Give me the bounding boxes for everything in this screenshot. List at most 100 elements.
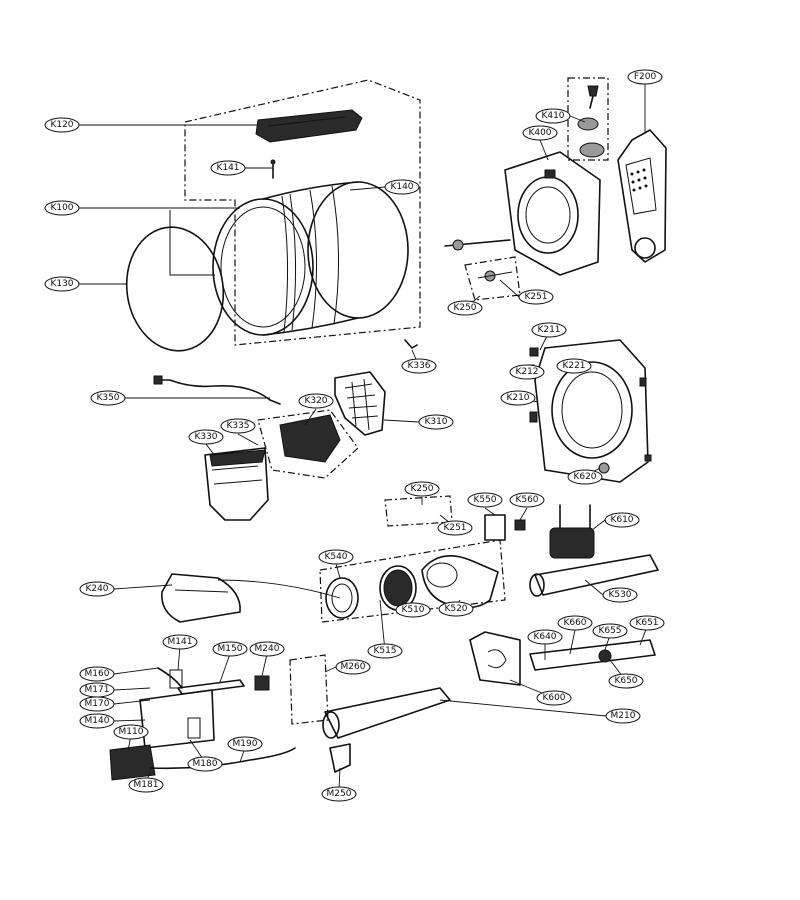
svg-text:K510: K510 bbox=[401, 605, 424, 615]
svg-text:M181: M181 bbox=[134, 780, 159, 790]
callout-K310: K310 bbox=[418, 414, 454, 430]
callout-K550: K550 bbox=[467, 492, 503, 508]
svg-text:K620: K620 bbox=[573, 472, 596, 482]
svg-text:K310: K310 bbox=[424, 417, 447, 427]
svg-text:K550: K550 bbox=[473, 495, 496, 505]
svg-text:M150: M150 bbox=[218, 644, 243, 654]
callout-M160: M160 bbox=[79, 666, 115, 682]
svg-text:M250: M250 bbox=[327, 789, 352, 799]
svg-text:K540: K540 bbox=[324, 552, 347, 562]
callout-K510: K510 bbox=[395, 602, 431, 618]
svg-text:K221: K221 bbox=[562, 361, 585, 371]
callout-K610: K610 bbox=[604, 512, 640, 528]
callout-K212: K212 bbox=[509, 364, 545, 380]
svg-text:M210: M210 bbox=[611, 711, 636, 721]
svg-text:K141: K141 bbox=[216, 163, 239, 173]
front-frame-assembly bbox=[527, 339, 652, 483]
svg-text:K330: K330 bbox=[194, 432, 217, 442]
drum-assembly bbox=[125, 79, 421, 352]
lower-duct-assembly bbox=[153, 339, 418, 521]
svg-text:M180: M180 bbox=[193, 759, 218, 769]
callout-M250: M250 bbox=[321, 786, 357, 802]
svg-text:K350: K350 bbox=[96, 393, 119, 403]
svg-text:K515: K515 bbox=[373, 646, 396, 656]
callout-K120: K120 bbox=[44, 117, 80, 133]
svg-text:K140: K140 bbox=[390, 182, 413, 192]
motor-drive-assembly bbox=[161, 495, 659, 686]
svg-text:K212: K212 bbox=[515, 367, 538, 377]
svg-text:K210: K210 bbox=[506, 393, 529, 403]
callout-M181: M181 bbox=[128, 777, 164, 793]
svg-text:K211: K211 bbox=[537, 325, 560, 335]
svg-text:M260: M260 bbox=[341, 662, 366, 672]
callout-M260: M260 bbox=[335, 659, 371, 675]
svg-text:K640: K640 bbox=[533, 632, 556, 642]
svg-text:K520: K520 bbox=[444, 604, 467, 614]
callout-K560: K560 bbox=[509, 492, 545, 508]
svg-text:K120: K120 bbox=[50, 120, 73, 130]
callout-K336: K336 bbox=[401, 358, 437, 374]
callout-M171: M171 bbox=[79, 682, 115, 698]
svg-text:K650: K650 bbox=[614, 676, 637, 686]
svg-text:M140: M140 bbox=[85, 716, 110, 726]
svg-text:K610: K610 bbox=[610, 515, 633, 525]
svg-text:M141: M141 bbox=[168, 637, 193, 647]
callout-M140: M140 bbox=[79, 713, 115, 729]
callout-K400: K400 bbox=[522, 125, 558, 141]
callout-K350: K350 bbox=[90, 390, 126, 406]
svg-text:K530: K530 bbox=[608, 590, 631, 600]
svg-text:M171: M171 bbox=[85, 685, 110, 695]
callout-K651: K651 bbox=[629, 615, 665, 631]
svg-text:K250: K250 bbox=[410, 484, 433, 494]
callout-K140: K140 bbox=[384, 179, 420, 195]
svg-text:K251: K251 bbox=[443, 523, 466, 533]
svg-text:M190: M190 bbox=[233, 739, 258, 749]
callout-F200: F200 bbox=[627, 69, 663, 85]
svg-text:F200: F200 bbox=[634, 72, 657, 82]
svg-text:K410: K410 bbox=[541, 111, 564, 121]
callout-K250-lower: K250 bbox=[404, 481, 440, 497]
callout-K100: K100 bbox=[44, 200, 80, 216]
svg-text:K130: K130 bbox=[50, 279, 73, 289]
svg-text:M170: M170 bbox=[85, 699, 110, 709]
svg-text:K250: K250 bbox=[453, 303, 476, 313]
callout-K210: K210 bbox=[500, 390, 536, 406]
svg-text:K400: K400 bbox=[528, 128, 551, 138]
svg-text:M160: M160 bbox=[85, 669, 110, 679]
svg-text:M240: M240 bbox=[255, 644, 280, 654]
callout-M240: M240 bbox=[249, 641, 285, 657]
callout-K251-upper: K251 bbox=[518, 289, 554, 305]
callout-M150: M150 bbox=[212, 641, 248, 657]
callout-M180: M180 bbox=[187, 756, 223, 772]
svg-text:K560: K560 bbox=[515, 495, 538, 505]
svg-text:K336: K336 bbox=[407, 361, 430, 371]
callout-K221: K221 bbox=[556, 358, 592, 374]
callout-K130: K130 bbox=[44, 276, 80, 292]
svg-text:K660: K660 bbox=[563, 618, 586, 628]
callout-K410: K410 bbox=[535, 108, 571, 124]
callout-M141: M141 bbox=[162, 634, 198, 650]
callout-K330: K330 bbox=[188, 429, 224, 445]
svg-text:K251: K251 bbox=[524, 292, 547, 302]
callout-K320: K320 bbox=[298, 393, 334, 409]
callout-M210: M210 bbox=[605, 708, 641, 724]
callout-K640: K640 bbox=[527, 629, 563, 645]
callout-M190: M190 bbox=[227, 736, 263, 752]
callout-K530: K530 bbox=[602, 587, 638, 603]
svg-text:K655: K655 bbox=[598, 626, 621, 636]
callout-K620: K620 bbox=[567, 469, 603, 485]
callout-M170: M170 bbox=[79, 696, 115, 712]
callout-K600: K600 bbox=[536, 690, 572, 706]
callout-M110: M110 bbox=[113, 724, 149, 740]
svg-text:K320: K320 bbox=[304, 396, 327, 406]
callout-K250-upper: K250 bbox=[447, 300, 483, 316]
callout-K211: K211 bbox=[531, 322, 567, 338]
callout-K251-lower: K251 bbox=[437, 520, 473, 536]
callout-K515: K515 bbox=[367, 643, 403, 659]
callout-K650: K650 bbox=[608, 673, 644, 689]
leader-lines bbox=[79, 84, 648, 791]
callout-K655: K655 bbox=[592, 623, 628, 639]
callout-K520: K520 bbox=[438, 601, 474, 617]
callout-K141: K141 bbox=[210, 160, 246, 176]
